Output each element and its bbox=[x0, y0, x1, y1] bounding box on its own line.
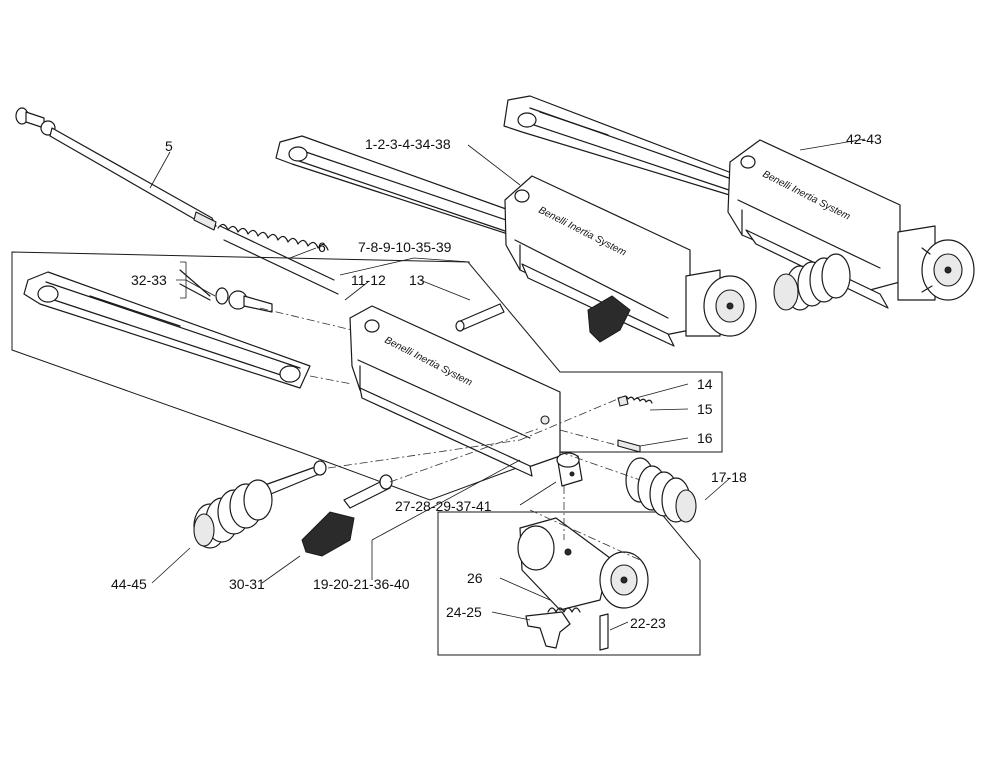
callout-11-12: 11-12 bbox=[351, 272, 386, 288]
bushing-32-33 bbox=[179, 269, 273, 313]
extractor-24-25 bbox=[525, 611, 571, 649]
pin-13 bbox=[455, 303, 505, 332]
callout-22-23: 22-23 bbox=[630, 615, 666, 631]
axis-lines bbox=[259, 307, 641, 561]
bolt-carrier-7-39: Benelli Inertia System bbox=[349, 305, 561, 477]
bolt-head-group-19-40 bbox=[517, 517, 649, 611]
group-box-left bbox=[11, 251, 723, 501]
callout-5: 5 bbox=[165, 138, 173, 154]
leader-lines bbox=[149, 138, 866, 631]
return-spring-44-45 bbox=[193, 460, 327, 549]
callout-13: 13 bbox=[409, 272, 425, 288]
recoil-spring-42-43 bbox=[773, 253, 851, 311]
callout-1-2-3-4-34-38: 1-2-3-4-34-38 bbox=[365, 136, 451, 152]
spring-26 bbox=[547, 607, 581, 613]
callout-16: 16 bbox=[697, 430, 713, 446]
callout-27-28-29-37-41: 27-28-29-37-41 bbox=[395, 498, 492, 514]
small-parts-14-16 bbox=[617, 395, 653, 453]
handle-30-31 bbox=[301, 474, 393, 557]
callout-7-8-9-10-35-39: 7-8-9-10-35-39 bbox=[358, 239, 452, 255]
spring-6 bbox=[217, 223, 339, 295]
callout-42-43: 42-43 bbox=[846, 131, 882, 147]
callout-14: 14 bbox=[697, 376, 713, 392]
bolt-head-42-43 bbox=[897, 225, 975, 301]
callout-24-25: 24-25 bbox=[446, 604, 482, 620]
callout-17-18: 17-18 bbox=[711, 469, 747, 485]
callout-44-45: 44-45 bbox=[111, 576, 147, 592]
cam-pin-27-41 bbox=[556, 452, 583, 487]
callout-32-33: 32-33 bbox=[131, 272, 167, 288]
pin-22-23 bbox=[599, 613, 609, 651]
callout-6: 6 bbox=[318, 239, 326, 255]
bolt-assembly-42-43: Benelli Inertia System bbox=[503, 95, 975, 311]
callout-19-20-21-36-40: 19-20-21-36-40 bbox=[313, 576, 410, 592]
firing-pin-5 bbox=[15, 107, 217, 231]
bolt-assembly-1-38: Benelli Inertia System bbox=[275, 135, 757, 347]
callout-30-31: 30-31 bbox=[229, 576, 265, 592]
recoil-spring-17-18 bbox=[625, 457, 697, 523]
link-arm-11-12 bbox=[23, 271, 311, 389]
callout-15: 15 bbox=[697, 401, 713, 417]
bolt-head-1-38 bbox=[685, 269, 757, 337]
callout-26: 26 bbox=[467, 570, 483, 586]
group-box-bolt bbox=[437, 511, 701, 656]
